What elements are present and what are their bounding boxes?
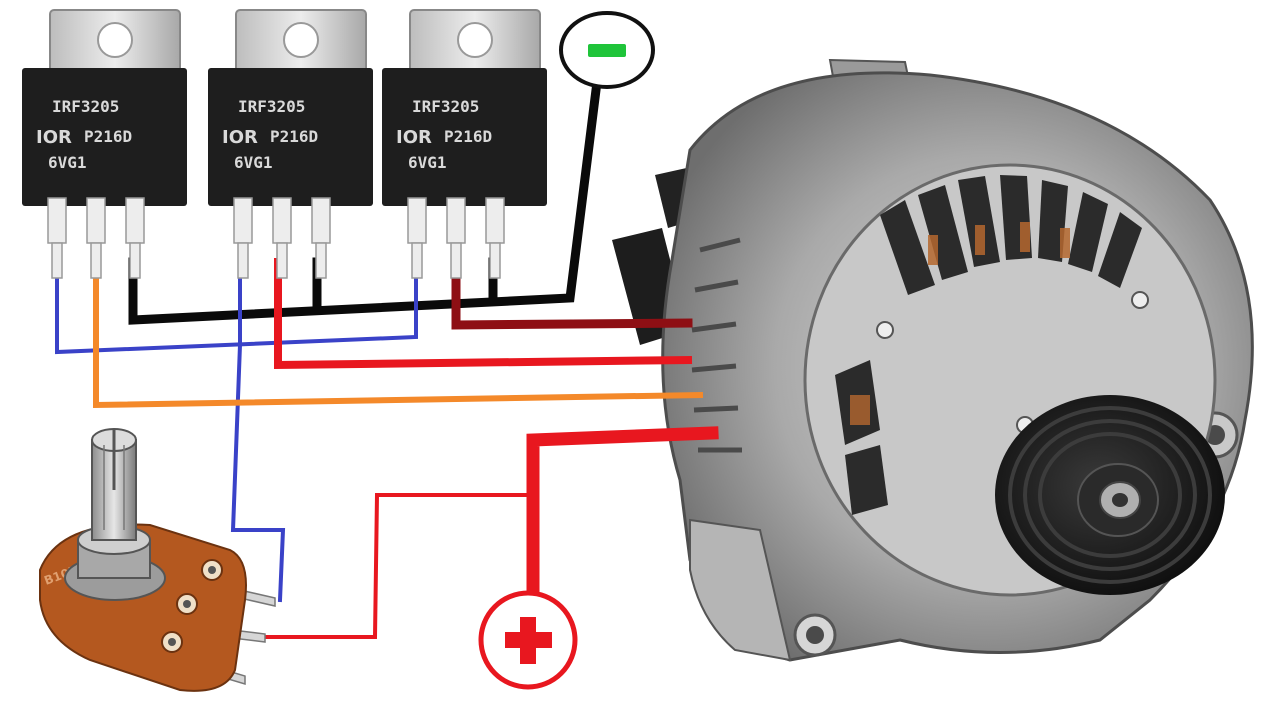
positive-terminal	[478, 590, 578, 690]
mosfet-1-logo: IOR	[36, 127, 72, 148]
plus-icon-vertical	[520, 617, 536, 664]
mosfet-3-code: P216D	[444, 127, 492, 146]
negative-terminal	[559, 11, 655, 89]
wire-red-positive	[526, 426, 719, 607]
mosfet-2-batch: 6VG1	[234, 153, 273, 172]
mosfet-2-code: P216D	[270, 127, 318, 146]
minus-icon	[588, 44, 626, 57]
wire-blue-to-pot	[230, 266, 286, 603]
wire-orange-drain	[93, 257, 704, 409]
mosfet-2-part: IRF3205	[238, 97, 305, 116]
mosfet-2-logo: IOR	[222, 127, 258, 148]
mosfet-1: IRF3205 IOR P216D 6VG1	[22, 9, 187, 279]
wire-black-ground	[128, 76, 603, 325]
mosfet-3-part: IRF3205	[412, 97, 479, 116]
wire-red-drain	[274, 258, 693, 370]
pulley	[995, 395, 1225, 595]
mosfet-1-part: IRF3205	[52, 97, 119, 116]
mosfet-2: IRF3205 IOR P216D 6VG1	[208, 9, 373, 279]
mosfet-3-logo: IOR	[396, 127, 432, 148]
mosfet-3-batch: 6VG1	[408, 153, 447, 172]
mosfet-3: IRF3205 IOR P216D 6VG1	[382, 9, 547, 279]
wire-blue-gate	[55, 266, 418, 355]
potentiometer: B10K	[39, 428, 276, 692]
mosfet-1-batch: 6VG1	[48, 153, 87, 172]
wire-red-pot	[256, 493, 535, 639]
mosfet-1-code: P216D	[84, 127, 132, 146]
alternator	[612, 58, 1254, 662]
